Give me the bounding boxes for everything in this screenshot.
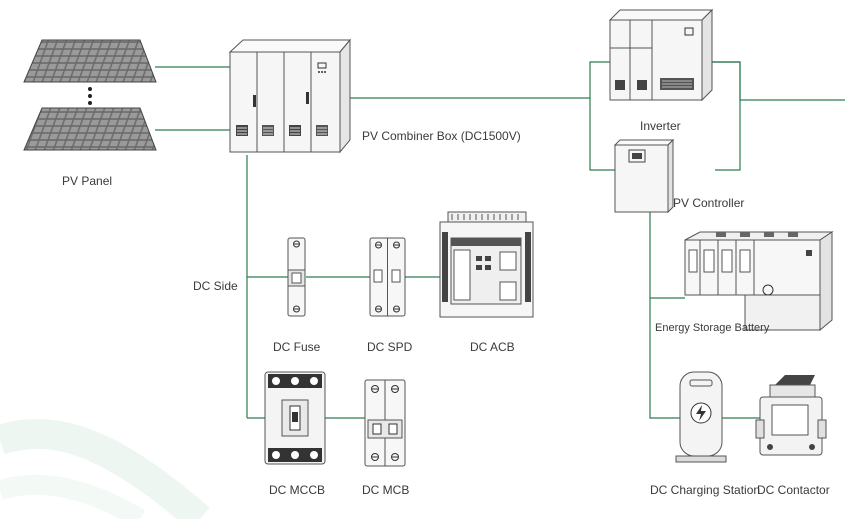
dc-mcb[interactable] [364, 379, 406, 467]
dc-mccb-label: DC MCCB [269, 483, 325, 497]
pv-combiner-box-label: PV Combiner Box (DC1500V) [362, 129, 521, 143]
energy-storage-battery-label: Energy Storage Battery [655, 322, 770, 334]
dc-contactor[interactable] [755, 375, 827, 456]
pv-panel-bottom[interactable] [23, 107, 157, 151]
ellipsis-icon [88, 87, 92, 105]
pv-controller-label: PV Controller [673, 196, 745, 210]
background-swirl [0, 418, 210, 519]
connector-lines [155, 61, 845, 419]
inverter[interactable] [608, 8, 714, 102]
dc-side-label: DC Side [193, 279, 238, 293]
dc-mccb[interactable] [264, 371, 326, 465]
dc-charging-station-label: DC Charging Station [650, 483, 761, 497]
line-inverter-right [710, 61, 845, 101]
line-inverter-right-bottom [710, 61, 741, 171]
inverter-label: Inverter [640, 119, 681, 133]
dc-mcb-label: DC MCB [362, 483, 410, 497]
dc-spd[interactable] [369, 237, 406, 317]
dc-fuse[interactable] [287, 237, 306, 317]
dc-contactor-label: DC Contactor [757, 483, 830, 497]
dc-spd-label: DC SPD [367, 340, 413, 354]
dc-fuse-label: DC Fuse [273, 340, 321, 354]
pv-controller[interactable] [613, 138, 675, 214]
dc-acb-label: DC ACB [470, 340, 515, 354]
line-combiner-inverter [350, 61, 610, 99]
pv-panel-top[interactable] [23, 39, 157, 83]
energy-storage-battery[interactable] [684, 231, 834, 332]
pv-panel-label: PV Panel [62, 174, 113, 188]
line-controller-battery [649, 212, 685, 299]
line-bus-controller [589, 98, 615, 171]
dc-acb[interactable] [439, 211, 534, 318]
line-battery-charging [649, 298, 680, 419]
pv-combiner-box[interactable] [228, 38, 352, 154]
dc-charging-station[interactable] [675, 371, 727, 463]
